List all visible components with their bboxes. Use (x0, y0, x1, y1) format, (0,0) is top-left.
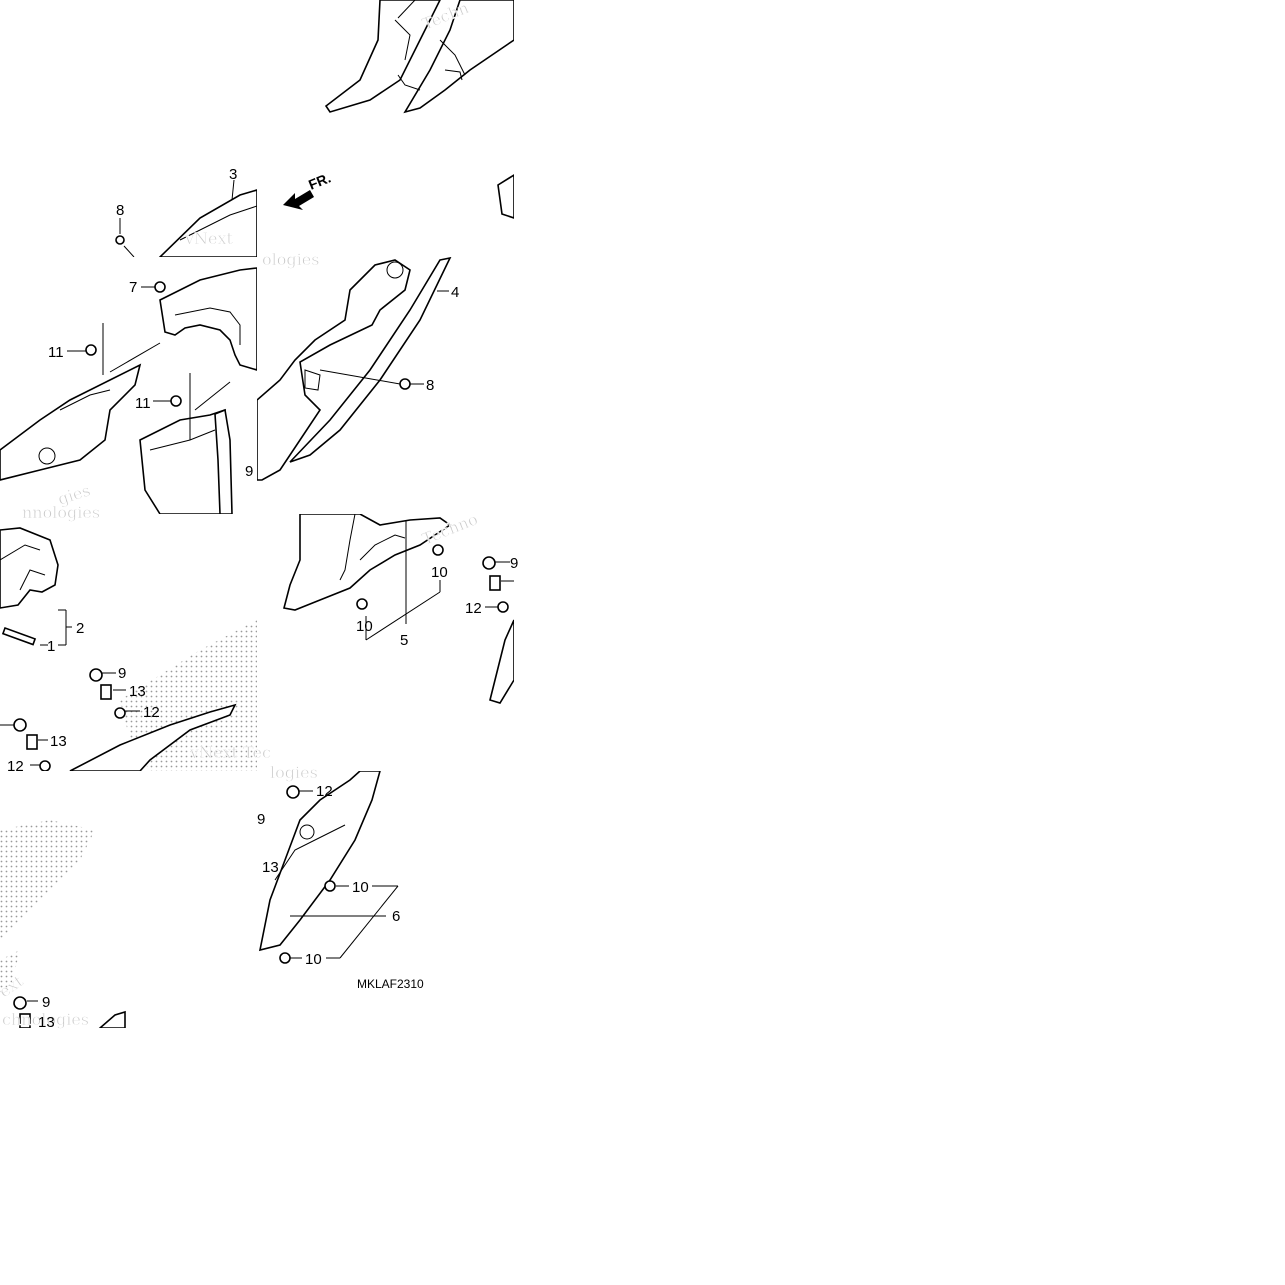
callout-12: 12 (316, 783, 333, 800)
seat-cowl-tip (324, 0, 514, 114)
callout-1: 1 (47, 638, 55, 655)
callout-8: 8 (116, 202, 124, 219)
front-direction-label: FR. (306, 169, 333, 192)
watermark: Techn vNext ologies nnologies gies Techn… (0, 0, 481, 1029)
callout-9: 9 (245, 463, 253, 480)
callout-11: 11 (135, 395, 151, 412)
callout-6: 6 (392, 908, 400, 925)
callout-12: 12 (143, 704, 160, 721)
watermark-fragment: vNext Tec (189, 743, 271, 762)
callout-7: 7 (129, 279, 137, 296)
wing-emblem-lower (0, 820, 126, 1028)
callout-5: 5 (400, 632, 408, 649)
seat-cowl-center (0, 267, 257, 514)
watermark-fragment: logies (270, 763, 318, 782)
callout-10: 10 (356, 618, 373, 635)
callout-9: 9 (510, 555, 518, 572)
watermark-fragment: nnologies (22, 503, 100, 522)
callout-3: 3 (229, 166, 237, 183)
callout-11: 11 (48, 344, 64, 361)
watermark-fragment: ologies (262, 250, 319, 269)
callout-10: 10 (305, 951, 322, 968)
side-cover-part-6 (258, 771, 399, 964)
watermark-fragment: Techno (419, 509, 480, 548)
diagram-code: MKLAF2310 (357, 977, 424, 991)
side-panel-part-4 (257, 257, 452, 481)
callout-4: 4 (451, 284, 459, 301)
grab-rail-left (0, 527, 257, 771)
side-cover-upper (115, 179, 257, 257)
callout-9: 9 (257, 811, 265, 828)
callout-9: 9 (118, 665, 126, 682)
callout-13: 13 (262, 859, 279, 876)
callout-12: 12 (7, 758, 24, 775)
callout-2: 2 (76, 620, 84, 637)
callout-13: 13 (50, 733, 67, 750)
front-direction-arrow: FR. (283, 169, 333, 210)
rear-cover-part-5 (283, 514, 514, 704)
callout-8: 8 (426, 377, 434, 394)
callout-10: 10 (431, 564, 448, 581)
bracket-fragment (497, 174, 514, 219)
callout-13: 13 (129, 683, 146, 700)
callout-12: 12 (465, 600, 482, 617)
watermark-fragment: vNext (184, 229, 234, 248)
watermark-fragment: chnologies (2, 1010, 89, 1029)
callout-13: 13 (38, 1014, 55, 1031)
callout-labels: 3 8 7 11 11 4 8 9 2 1 9 13 12 13 12 10 1… (7, 166, 518, 1031)
callout-9: 9 (42, 994, 50, 1011)
callout-10: 10 (352, 879, 369, 896)
